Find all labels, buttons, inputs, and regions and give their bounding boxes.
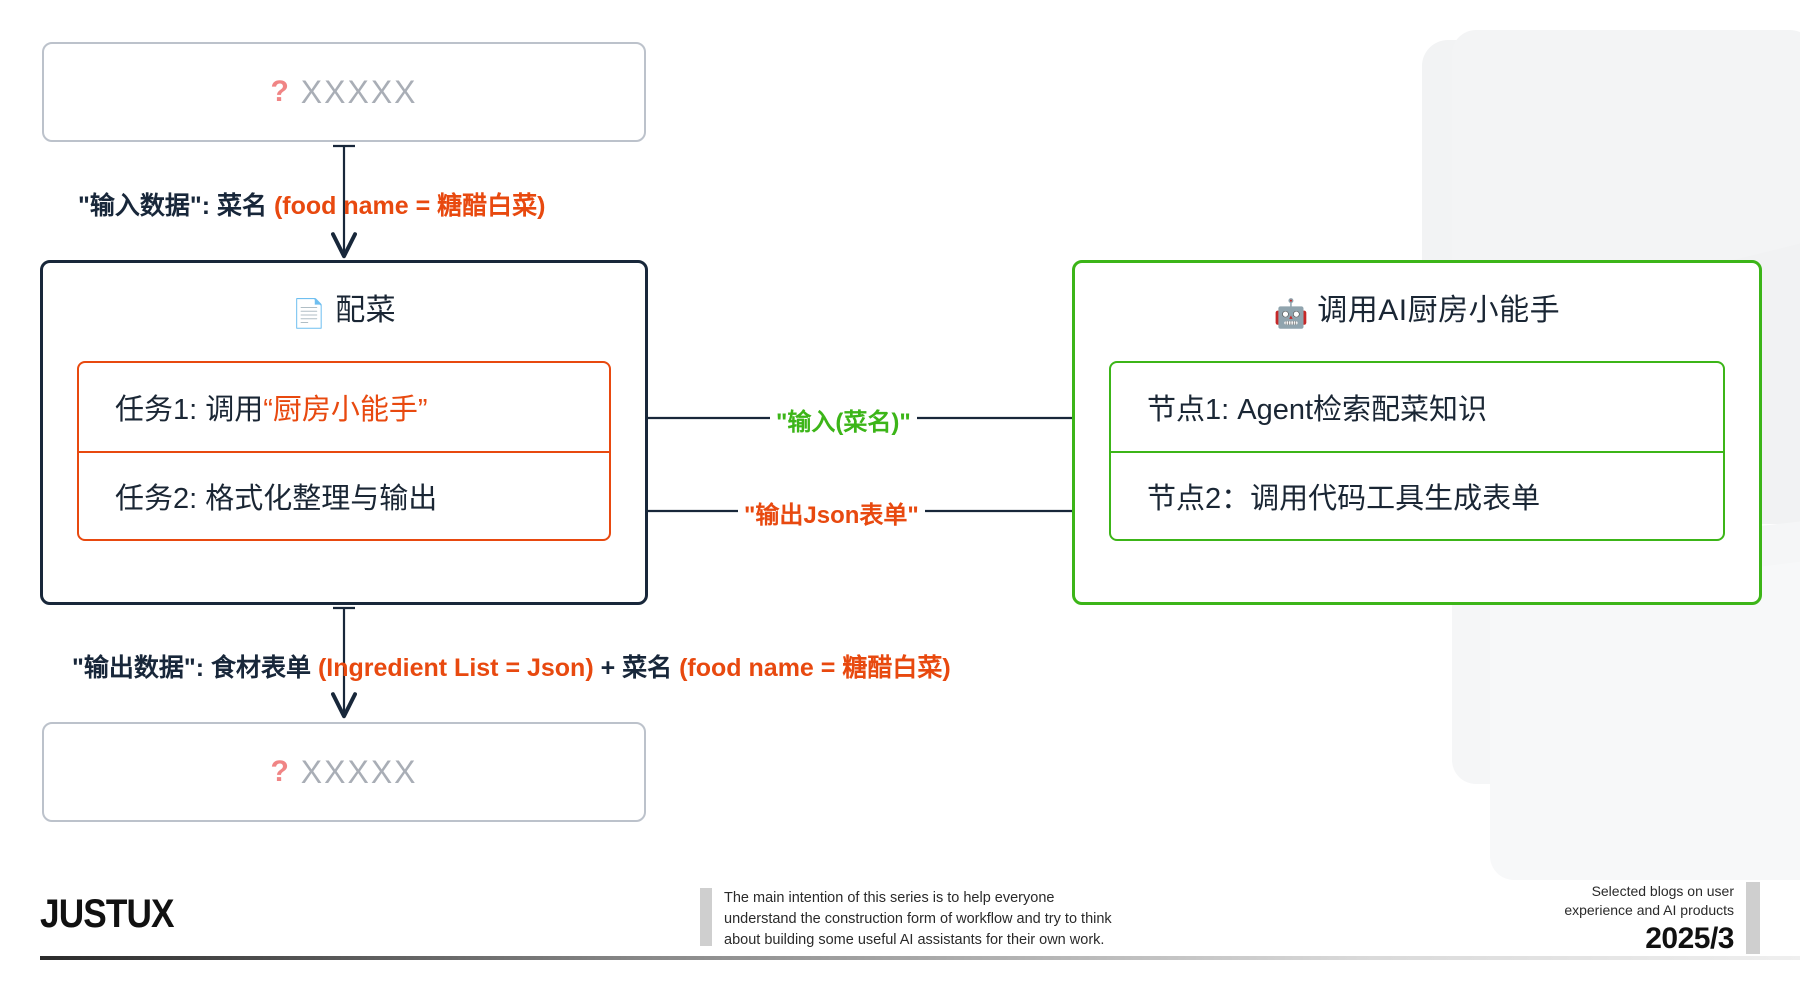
footer-meta: Selected blogs on user experience and AI…	[1564, 882, 1760, 956]
footer-year: 2025/3	[1645, 921, 1734, 955]
task-row-1-highlight: “厨房小能手”	[263, 394, 428, 426]
input-arrow-label: "输入(菜名)"	[770, 402, 917, 437]
right-panel[interactable]: 🤖调用AI厨房小能手 节点1: Agent检索配菜知识 节点2：调用代码工具生成…	[1072, 260, 1762, 605]
footer-note: The main intention of this series is to …	[700, 888, 1112, 951]
top-placeholder-box[interactable]: ? XXXXX	[42, 42, 646, 142]
bottom-placeholder-text: XXXXX	[300, 753, 418, 790]
output-data-label-highlight-2: (food name = 糖醋白菜)	[679, 654, 951, 682]
footer-meta-text: Selected blogs on user experience and AI…	[1564, 882, 1734, 956]
right-panel-title-text: 调用AI厨房小能手	[1317, 294, 1561, 327]
output-arrow-label: "输出Json表单"	[738, 495, 925, 530]
left-panel-title-text: 配菜	[335, 294, 397, 327]
task-row-1-prefix: 任务1: 调用	[115, 394, 264, 426]
top-placeholder-text: XXXXX	[300, 73, 418, 110]
left-panel-title: 📄配菜	[43, 285, 645, 330]
footer-meta-bar	[1746, 882, 1760, 954]
input-data-label: "输入数据": 菜名 (food name = 糖醋白菜)	[78, 186, 545, 222]
footer-meta-line-1: Selected blogs on user	[1591, 883, 1734, 899]
input-data-label-prefix: "输入数据": 菜名	[78, 192, 274, 220]
right-node-stack: 节点1: Agent检索配菜知识 节点2：调用代码工具生成表单	[1109, 361, 1725, 541]
question-mark-icon: ?	[270, 75, 289, 108]
robot-icon: 🤖	[1273, 298, 1310, 329]
node-row-1-prefix: 节点1: Agent检索配菜知识	[1147, 394, 1488, 426]
task-row-2[interactable]: 任务2: 格式化整理与输出	[79, 451, 609, 539]
footer-note-bar	[700, 888, 712, 946]
footer: JUSTUX The main intention of this series…	[0, 876, 1800, 996]
node-row-2[interactable]: 节点2：调用代码工具生成表单	[1111, 451, 1723, 539]
input-data-label-highlight: (food name = 糖醋白菜)	[273, 192, 546, 220]
question-mark-icon-bottom: ?	[270, 755, 289, 788]
page-facing-up-icon: 📄	[291, 298, 328, 329]
brand-logo: JUSTUX	[40, 892, 174, 936]
output-data-label: "输出数据": 食材表单 (Ingredient List = Json) + …	[72, 648, 951, 684]
right-panel-title: 🤖调用AI厨房小能手	[1075, 285, 1759, 330]
footer-note-line-2: understand the construction form of work…	[724, 911, 1112, 928]
left-panel[interactable]: 📄配菜 任务1: 调用“厨房小能手” 任务2: 格式化整理与输出	[40, 260, 648, 605]
footer-note-line-3: about building some useful AI assistants…	[724, 932, 1105, 949]
output-data-label-prefix: "输出数据": 食材表单	[72, 654, 318, 682]
footer-note-line-1: The main intention of this series is to …	[724, 890, 1055, 906]
node-row-2-prefix: 节点2：调用代码工具生成表单	[1147, 483, 1541, 515]
footer-note-text: The main intention of this series is to …	[724, 888, 1112, 951]
bottom-placeholder-box[interactable]: ? XXXXX	[42, 722, 646, 822]
footer-divider	[40, 956, 1800, 960]
task-row-1[interactable]: 任务1: 调用“厨房小能手”	[79, 363, 609, 451]
output-data-label-highlight-1: (Ingredient List = Json)	[317, 654, 594, 682]
node-row-1[interactable]: 节点1: Agent检索配菜知识	[1111, 363, 1723, 451]
left-task-stack: 任务1: 调用“厨房小能手” 任务2: 格式化整理与输出	[77, 361, 611, 541]
output-data-label-middle: + 菜名	[593, 654, 680, 682]
footer-meta-line-2: experience and AI products	[1564, 901, 1734, 918]
task-row-2-prefix: 任务2: 格式化整理与输出	[115, 483, 438, 515]
